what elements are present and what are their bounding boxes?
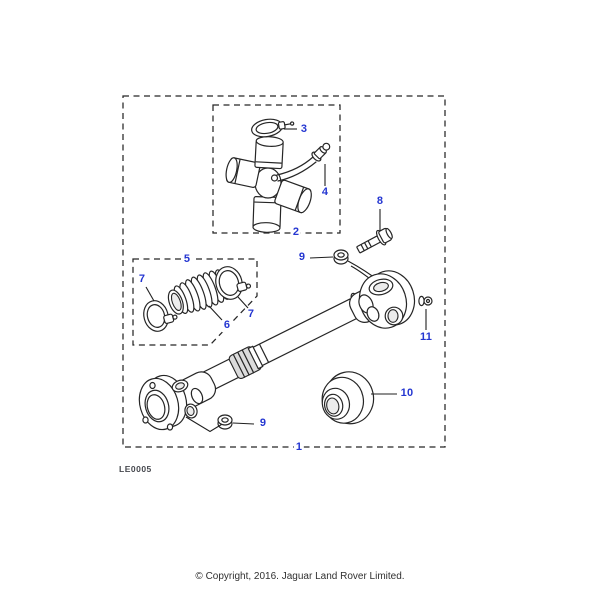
assembly-boundary-ujoint-kit: [212, 104, 341, 234]
drawing-code: LE0005: [119, 464, 152, 474]
callout-9-upper: 9: [296, 251, 308, 264]
callout-7-left: 7: [136, 273, 148, 286]
callout-3: 3: [298, 123, 310, 136]
universal-joint-cross-drawing: [225, 136, 312, 233]
callout-11: 11: [417, 331, 435, 344]
leader-lines: [145, 128, 427, 433]
assembly-boundary-boot-kit: [132, 258, 258, 346]
callout-9-lower: 9: [257, 417, 269, 430]
grease-nipple-drawing: [276, 142, 331, 182]
rear-flange-yoke-drawing: [349, 270, 416, 329]
copyright-text: © Copyright, 2016. Jaguar Land Rover Lim…: [195, 571, 405, 582]
mounting-rubber-drawing: [321, 371, 375, 425]
callout-8: 8: [374, 195, 386, 208]
nut-lower-drawing: [217, 414, 233, 430]
callout-7-right: 7: [245, 308, 257, 321]
callout-10: 10: [398, 387, 416, 400]
assembly-boundary-main: [122, 95, 446, 448]
callout-5: 5: [181, 253, 193, 266]
nut-upper-drawing: [333, 249, 349, 265]
callout-4: 4: [319, 186, 331, 199]
grease-nipple-small-drawing: [418, 295, 433, 307]
front-flange-yoke-drawing: [138, 371, 217, 431]
callout-1: 1: [293, 441, 305, 454]
callout-6: 6: [221, 319, 233, 332]
bolt-drawing: [356, 227, 393, 254]
boot-clamp-right-drawing: [215, 266, 252, 300]
boot-clamp-left-drawing: [143, 300, 178, 332]
callout-2: 2: [290, 226, 302, 239]
circlip-drawing: [251, 118, 295, 138]
